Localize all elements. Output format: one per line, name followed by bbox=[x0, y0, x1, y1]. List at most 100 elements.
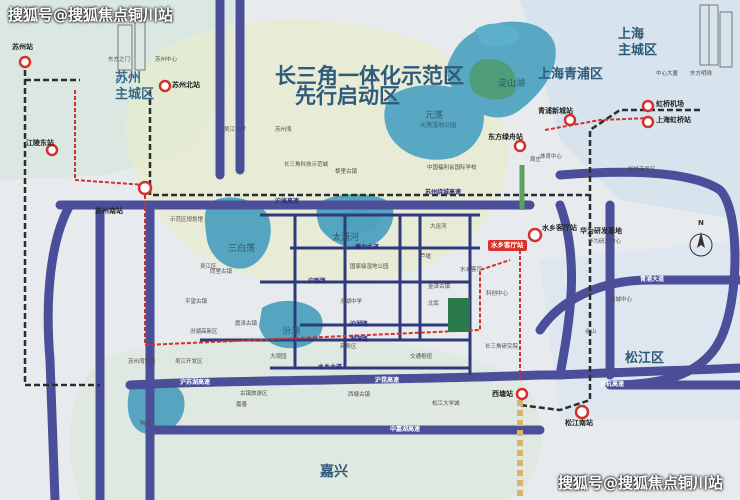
metro-suzhou-red bbox=[74, 90, 146, 186]
metro-qingpu-red bbox=[544, 117, 651, 131]
rail-songjiang bbox=[519, 195, 592, 412]
poi-shuixiang-hall: 水乡客厅 bbox=[460, 267, 483, 273]
road-label-kangli: 康力大道 bbox=[355, 244, 380, 251]
poi-small-kechuang: 科创中心 bbox=[486, 291, 509, 297]
road-label-lakeroad: 湖滨路 bbox=[350, 336, 369, 343]
rail-lines bbox=[23, 70, 700, 412]
demo-zone-block bbox=[448, 298, 470, 332]
poi-small-wujiang: 吴江区 bbox=[200, 264, 217, 270]
road-label-huliao: 沪昆高速 bbox=[375, 377, 400, 384]
expressway-southloop bbox=[535, 275, 740, 335]
region-songjiang: 松江区 bbox=[625, 351, 665, 366]
region-blob-shanghai bbox=[520, 0, 740, 220]
poi-small-sports: 体育中心 bbox=[540, 154, 563, 160]
station-label-huawei: 华为研发基地 bbox=[580, 227, 622, 235]
poi-fenhu-hightech: 汾湖高新区 bbox=[190, 329, 218, 335]
road-label-huhu: 沪湖路 bbox=[350, 321, 369, 328]
lake-fenhu bbox=[259, 300, 323, 349]
station-label-hongqiao: 上海虹桥站 bbox=[656, 116, 691, 124]
poi-small-cbd: 商务区 bbox=[340, 344, 357, 350]
lake-yuandang bbox=[384, 84, 484, 160]
poi-dongfangzhimen: 东方之门 bbox=[108, 57, 131, 63]
poi-small-beishe: 北厍 bbox=[428, 301, 440, 307]
region-suzhou-line2: 主城区 bbox=[115, 87, 155, 102]
station-markers bbox=[18, 55, 655, 420]
expressway-west-v1 bbox=[43, 200, 75, 500]
expressway-huyu bbox=[125, 363, 740, 390]
poi-small-suzhouwan: 苏州湾实验 bbox=[128, 359, 156, 365]
poi-small-wetland: 国家级湿地公园 bbox=[350, 264, 389, 270]
poi-sheshan: 佘山 bbox=[585, 329, 597, 335]
poi-tech-city: 长三角科技示范城 bbox=[284, 162, 329, 168]
lake-label-sanbaidang: 三白荡 bbox=[228, 244, 256, 254]
poi-xitang: 西塘古镇 bbox=[348, 392, 371, 398]
road-label-shuixiang: 水乡大道 bbox=[318, 364, 343, 371]
poi-small-xincheng: 新城中心 bbox=[610, 297, 633, 303]
watermark-bottom: 搜狐号@搜狐焦点铜川站 bbox=[558, 474, 724, 492]
headline-line2: 先行启动区 bbox=[295, 84, 400, 108]
poi-dongfang-pearl: 东方明珠 bbox=[690, 71, 713, 77]
lake-southwest bbox=[127, 381, 185, 435]
road-label-qingpu: 青浦大道 bbox=[640, 276, 665, 283]
compass-icon bbox=[689, 232, 713, 257]
poi-songjiang-univ: 松江大学城 bbox=[432, 401, 460, 407]
road-label-huyu: 沪渝高速 bbox=[275, 198, 300, 205]
station-label-dongfang: 东方绿舟站 bbox=[488, 133, 523, 141]
lake-dianshan-green bbox=[469, 59, 516, 100]
lake-label-yuandang: 元荡 bbox=[425, 111, 444, 121]
lake-label-fenhu: 汾湖 bbox=[282, 327, 301, 337]
road-label-zhongjia: 中嘉湖高速 bbox=[390, 426, 421, 433]
station-label-hongqiao-airport: 虹桥机场 bbox=[656, 100, 684, 108]
poi-small-pingwang: 平望古镇 bbox=[185, 299, 208, 305]
station-label-xitang: 西塘站 bbox=[492, 390, 513, 398]
poi-daguanyuan: 大观园 bbox=[270, 354, 287, 360]
lake-top-islet bbox=[475, 23, 520, 47]
station-label-suzhou-north: 苏州北站 bbox=[172, 81, 200, 89]
lake-sanbaidang bbox=[204, 197, 271, 269]
station-label-qingpu-new: 青浦新城站 bbox=[538, 107, 573, 115]
poi-tongli: 同里古镇 bbox=[210, 269, 233, 275]
region-suzhou-line1: 苏州 bbox=[115, 71, 142, 86]
road-label-huyu2: 沪苏湖高速 bbox=[180, 379, 211, 386]
poi-small-zhenze: 震泽古镇 bbox=[235, 321, 258, 327]
lake-label-yuandang-park: 元荡湿地公园 bbox=[420, 122, 457, 129]
station-label-suzhou: 苏州站 bbox=[12, 43, 33, 51]
poi-small-luxu: 芦墟 bbox=[420, 254, 432, 260]
road-label-ring: 苏州绕城高速 bbox=[425, 189, 462, 196]
compass-north-label: N bbox=[698, 219, 704, 227]
poi-taozhuang: 陶庄 bbox=[140, 421, 152, 427]
expressways bbox=[43, 0, 740, 500]
metro-demo-red bbox=[144, 195, 511, 347]
metro-lines bbox=[74, 90, 651, 380]
poi-small-fenhu-school: 汾湖中学 bbox=[340, 299, 363, 305]
poi-huawei-center: 华为研发中心 bbox=[588, 239, 622, 245]
poi-small-ancient: 古镇旅游区 bbox=[240, 391, 268, 397]
station-badge-shuixiang: 水乡客厅站 bbox=[488, 240, 527, 251]
poi-hongqiao-cbd: 虹桥商务区 bbox=[628, 167, 656, 173]
station-label-songjiang-south: 松江南站 bbox=[565, 419, 593, 427]
poi-wujiang-school: 吴江中学 bbox=[224, 127, 247, 133]
poi-small-canal: 大运河 bbox=[430, 224, 447, 230]
local-roads bbox=[200, 213, 480, 375]
station-label-jiangling: 江陵东站 bbox=[26, 139, 54, 147]
expressway-east-ring bbox=[555, 167, 740, 390]
poi-zhouzhuang: 周庄 bbox=[530, 157, 542, 163]
poi-jinze: 金泽古镇 bbox=[428, 284, 451, 290]
watermark-top: 搜狐号@搜狐焦点铜川站 bbox=[8, 6, 174, 24]
headline-line1: 长三角一体化示范区 bbox=[275, 64, 464, 88]
road-label-songjiang: 沪杭高速 bbox=[600, 381, 625, 388]
station-label-suzhou-south: 苏州南站 bbox=[95, 207, 123, 215]
region-shanghai-line1: 上海 bbox=[618, 27, 645, 42]
road-label-huxin: 沪新路 bbox=[308, 278, 327, 285]
region-jiaxing: 嘉兴 bbox=[320, 464, 348, 480]
poi-suzhou-bay: 苏州湾 bbox=[275, 127, 292, 133]
lake-label-taipu: 太浦河 bbox=[332, 233, 360, 243]
lake-label-dianshan: 淀山湖 bbox=[498, 79, 526, 89]
poi-jiashan: 嘉善 bbox=[236, 402, 248, 408]
poi-small-wujiang-kaifa: 吴江开发区 bbox=[175, 359, 203, 365]
expressway-east-v1 bbox=[555, 200, 577, 380]
skyline-sketch bbox=[117, 4, 733, 71]
poi-center-tower: 中心大厦 bbox=[656, 71, 679, 77]
